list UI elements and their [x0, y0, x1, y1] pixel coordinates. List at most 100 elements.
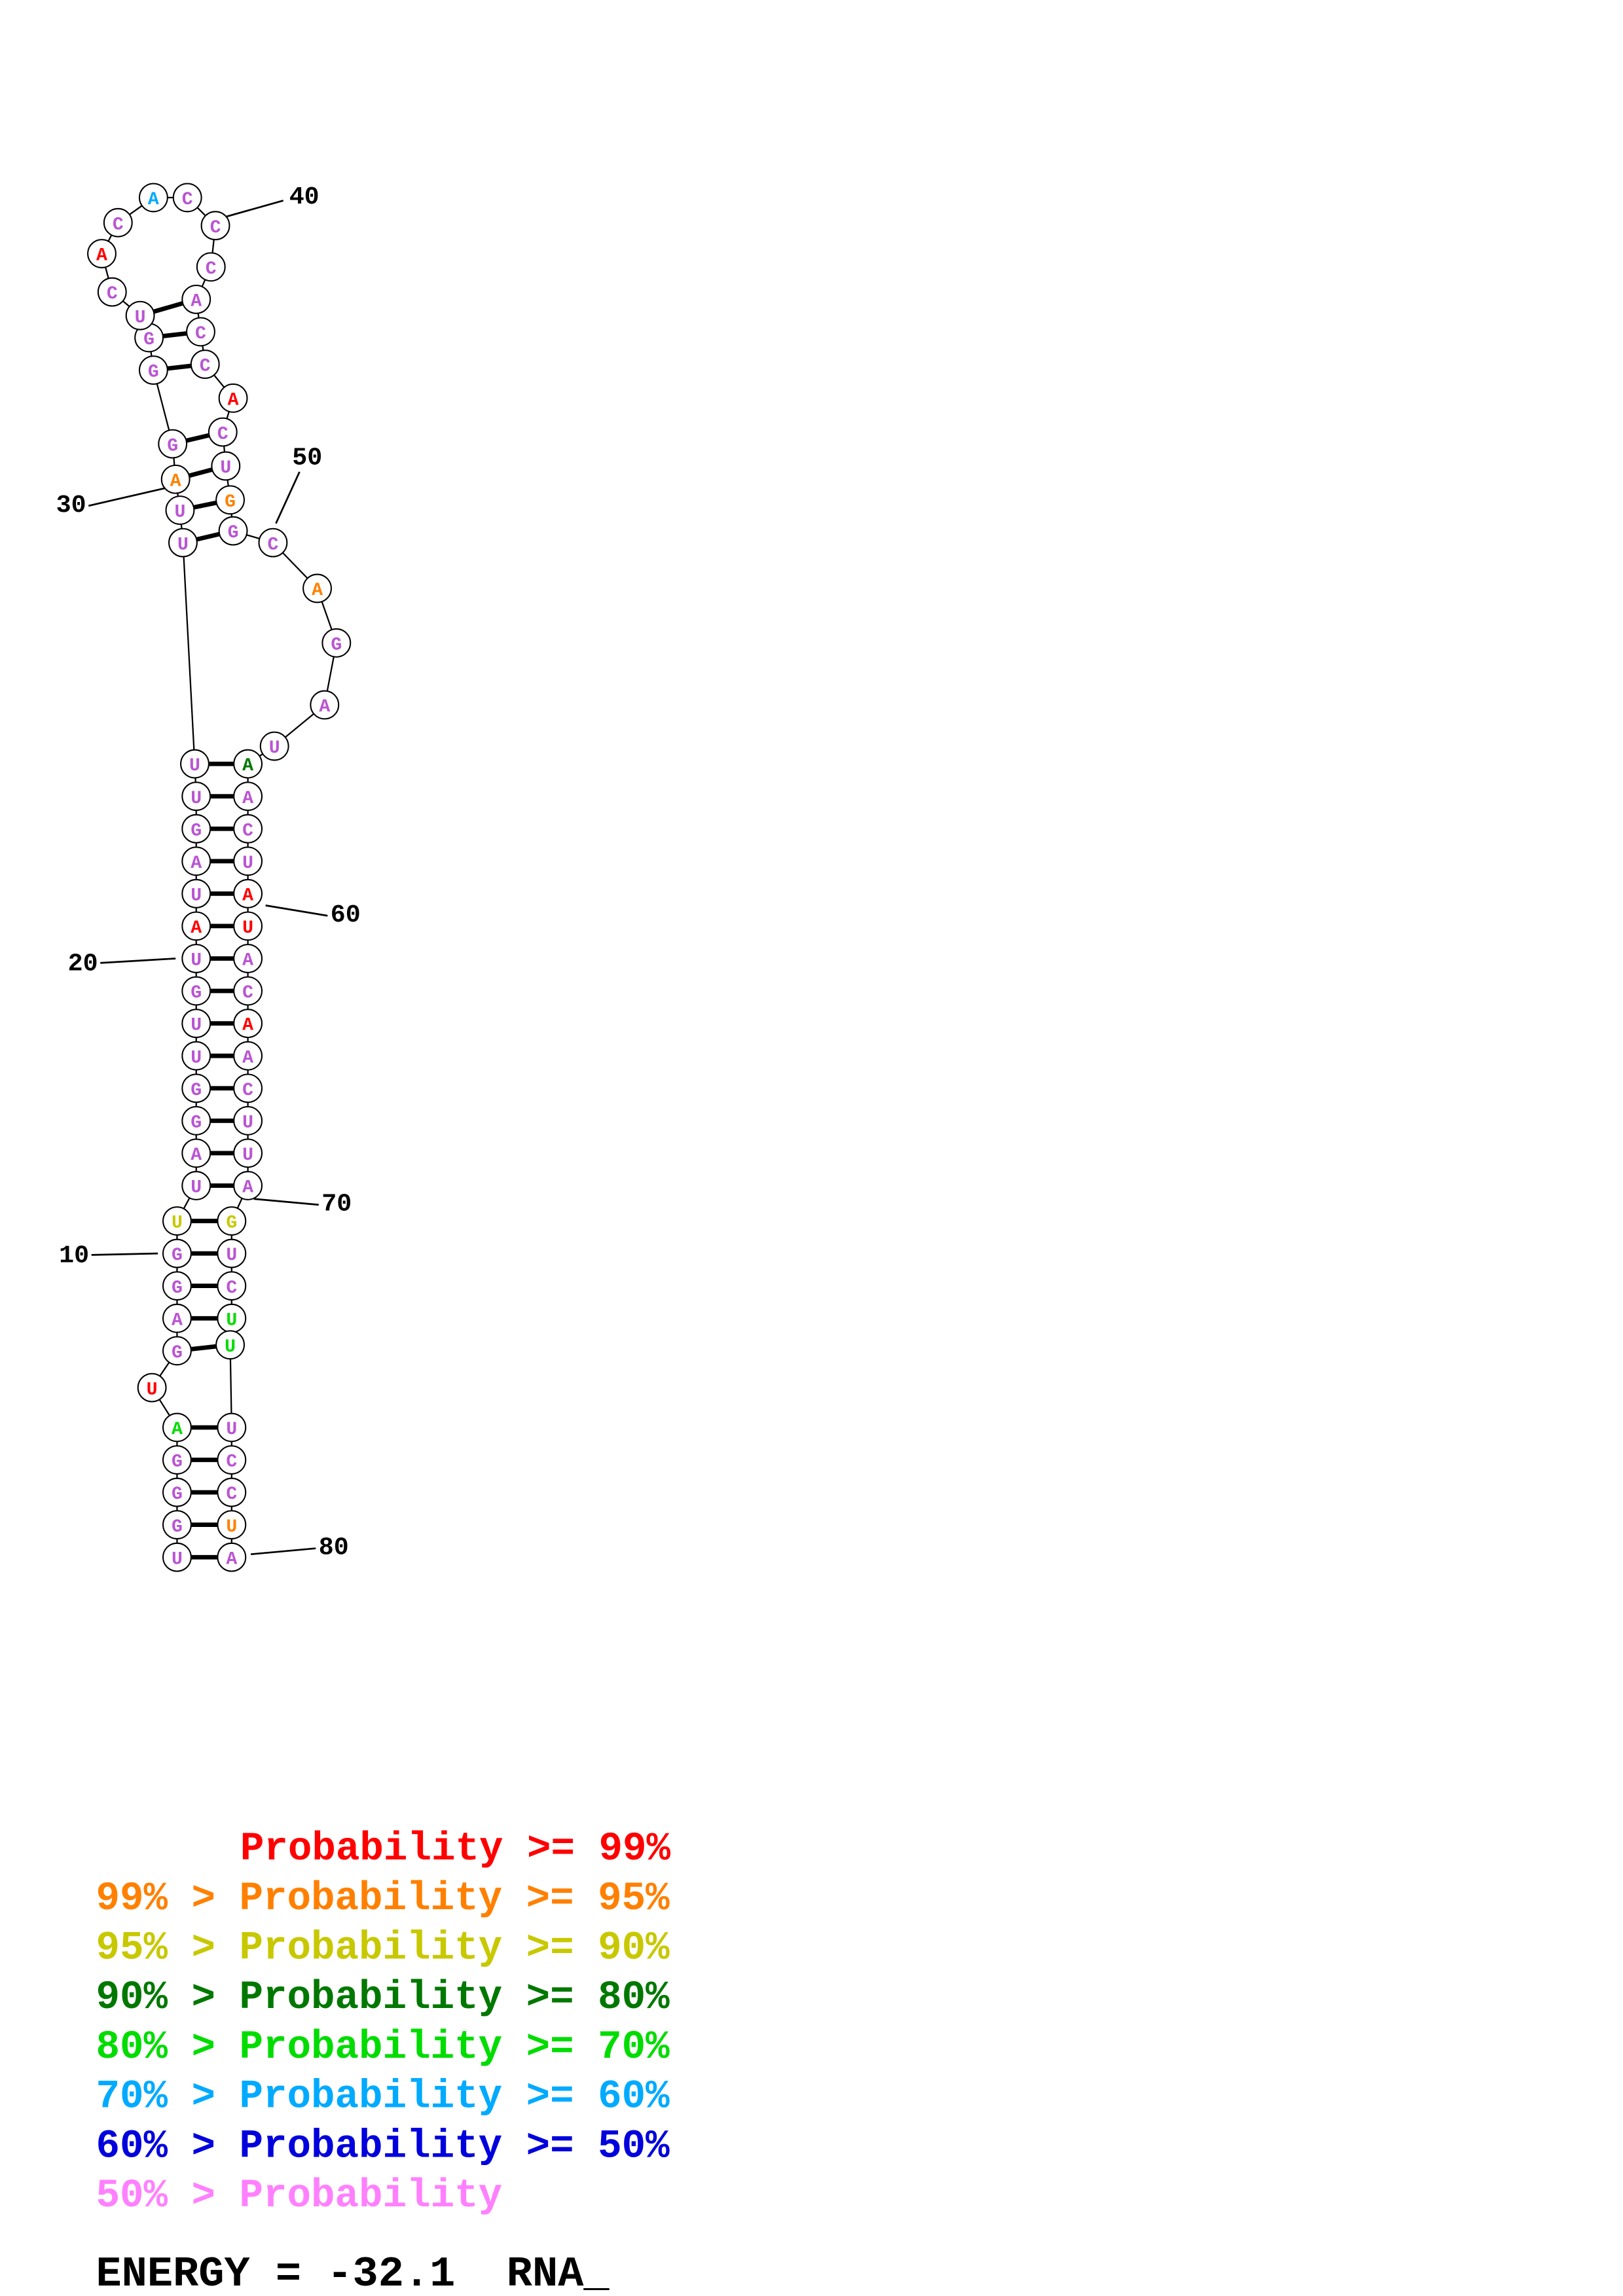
nucleotide-circle [233, 1105, 263, 1136]
nucleotide-circle [181, 1171, 211, 1200]
nucleotide-letter: C [200, 357, 211, 377]
nucleotide-circle [233, 1009, 263, 1039]
nucleotide-letter: U [242, 1145, 253, 1166]
legend-line: 80% > Probability >= 70% [96, 2025, 670, 2070]
legend-line: 70% > Probability >= 60% [96, 2075, 670, 2120]
nucleotide-circle [181, 976, 211, 1006]
nucleotide-circle [196, 252, 226, 282]
nucleotide-circle [162, 1477, 192, 1507]
label-leader-line [88, 487, 166, 507]
position-label: 40 [289, 183, 319, 211]
nucleotide-circle [233, 944, 263, 973]
nucleotide-letter: A [226, 1549, 237, 1570]
nucleotide-circle [233, 749, 263, 779]
nucleotide-letter: G [225, 492, 236, 512]
nucleotide-letter: A [242, 1016, 253, 1036]
nucleotide-letter: C [242, 983, 253, 1003]
legend-line: Probability >= 99% [240, 1827, 671, 1872]
nucleotide-letter: G [143, 330, 155, 350]
nucleotide-circle [181, 1138, 211, 1168]
nucleotide-letter: G [191, 1113, 202, 1133]
nucleotide-letter: G [191, 821, 202, 841]
nucleotide-circle [162, 1542, 192, 1572]
nucleotide-circle [233, 1041, 263, 1071]
nucleotide-letter: A [228, 390, 239, 410]
nucleotide-letter: G [172, 1517, 183, 1537]
nucleotide-circle [181, 846, 211, 876]
nucleotide-circle [217, 1445, 247, 1475]
nucleotide-letter: U [226, 1310, 237, 1331]
nucleotide-circle [137, 1372, 167, 1403]
nucleotide-circle [181, 1009, 211, 1039]
nucleotide-letter: G [172, 1452, 183, 1473]
nucleotide-circle [97, 277, 127, 307]
nucleotide-letter: U [226, 1246, 237, 1266]
nucleotide-letter: A [191, 1145, 202, 1166]
nucleotide-letter: A [242, 886, 253, 906]
nucleotide-letter: U [191, 789, 202, 809]
nucleotide-letter: C [226, 1484, 237, 1505]
nucleotide-letter: G [331, 635, 342, 655]
position-label: 70 [321, 1190, 352, 1219]
legend-line: 95% > Probability >= 90% [96, 1926, 670, 1971]
nucleotide-circle [162, 1336, 192, 1366]
nucleotide-circle [233, 976, 263, 1006]
nucleotide-letter: C [113, 215, 124, 235]
nucleotide-letter: A [191, 853, 202, 874]
nucleotide-circle [162, 1238, 192, 1268]
legend-line: 50% > Probability [96, 2174, 502, 2219]
nucleotide-letter: U [220, 458, 231, 478]
nucleotide-circle [138, 355, 168, 385]
nucleotide-letter: G [172, 1246, 183, 1266]
nucleotide-circle [215, 485, 245, 515]
nucleotide-letter: G [148, 363, 159, 383]
nucleotide-letter: A [172, 1420, 183, 1440]
nucleotide-letter: U [269, 738, 280, 759]
position-label: 10 [59, 1242, 89, 1270]
nucleotide-circle [180, 749, 210, 779]
probability-legend: Probability >= 99%99% > Probability >= 9… [96, 1827, 670, 2219]
position-label: 60 [331, 901, 361, 929]
nucleotide-letter: A [148, 190, 159, 210]
nucleotide-letter: G [228, 523, 239, 543]
nucleotide-circle [181, 878, 211, 908]
nucleotide-letter: U [135, 308, 146, 328]
backbone-line [182, 543, 196, 764]
nucleotide-letter: A [319, 697, 330, 717]
nucleotide-letter: A [312, 581, 323, 601]
nucleotide-letter: A [170, 471, 181, 492]
nucleotide-circle [190, 350, 220, 379]
nucleotide-circle [217, 1477, 247, 1507]
nucleotide-letter: G [172, 1343, 183, 1363]
label-leader-line [275, 471, 301, 524]
position-label: 50 [292, 444, 322, 473]
nucleotide-circle [233, 781, 263, 812]
nucleotide-circle [181, 781, 211, 812]
nucleotide-circle [233, 814, 263, 844]
nucleotide-circle [200, 211, 230, 241]
nucleotide-circle [158, 429, 188, 459]
nucleotide-circle [310, 690, 340, 720]
nucleotide-letter: A [172, 1310, 183, 1331]
nucleotide-circle [165, 495, 195, 525]
energy-label: ENERGY = -32.1 RNA_ [96, 2250, 610, 2296]
nucleotide-letter: C [217, 424, 228, 444]
nucleotide-letter: A [191, 918, 202, 939]
label-leader-line [250, 1547, 316, 1556]
nucleotide-letter: U [172, 1213, 183, 1234]
label-leader-line [225, 200, 284, 218]
nucleotide-circle [321, 628, 352, 658]
nucleotide-circle [217, 1542, 247, 1572]
nucleotide-circle [233, 878, 263, 908]
position-label: 20 [68, 950, 98, 978]
nucleotide-letter: C [242, 821, 253, 841]
nucleotide-circle [218, 383, 248, 413]
legend-line: 90% > Probability >= 80% [96, 1975, 670, 2020]
nucleotide-circle [181, 1041, 211, 1071]
nucleotide-letter: G [191, 1081, 202, 1101]
nucleotide-letter: U [172, 1549, 183, 1570]
position-label: 80 [319, 1534, 349, 1562]
nucleotide-circle [233, 846, 263, 876]
nucleotide-circle [215, 1330, 245, 1360]
